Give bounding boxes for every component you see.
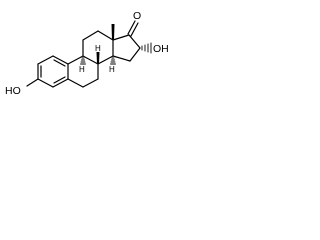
- c8-hydrogen-label: H: [95, 44, 101, 53]
- c16-hydroxyl-group: OH: [141, 42, 169, 55]
- ring-a: [37, 55, 69, 88]
- ketone-oxygen-label: O: [133, 10, 141, 22]
- c16-hydroxyl-label: OH: [153, 43, 169, 55]
- phenol-hydroxyl-group: HO: [5, 78, 39, 97]
- c8-stereo-hydrogen: H: [95, 44, 101, 64]
- estrane-skeletal-structure: HO O OH: [5, 10, 169, 97]
- ring-c: [82, 30, 114, 65]
- c14-hydrogen-label: H: [109, 65, 115, 74]
- ring-d: [112, 34, 141, 62]
- c14-stereo-hydrogen: H: [109, 57, 116, 74]
- phenol-hydroxyl-label: HO: [5, 85, 21, 97]
- ketone-group: O: [127, 10, 141, 37]
- c9-stereo-hydrogen: H: [79, 57, 86, 74]
- c13-methyl-wedge: [111, 24, 115, 40]
- c9-hydrogen-label: H: [79, 65, 85, 74]
- ring-b: [67, 55, 99, 88]
